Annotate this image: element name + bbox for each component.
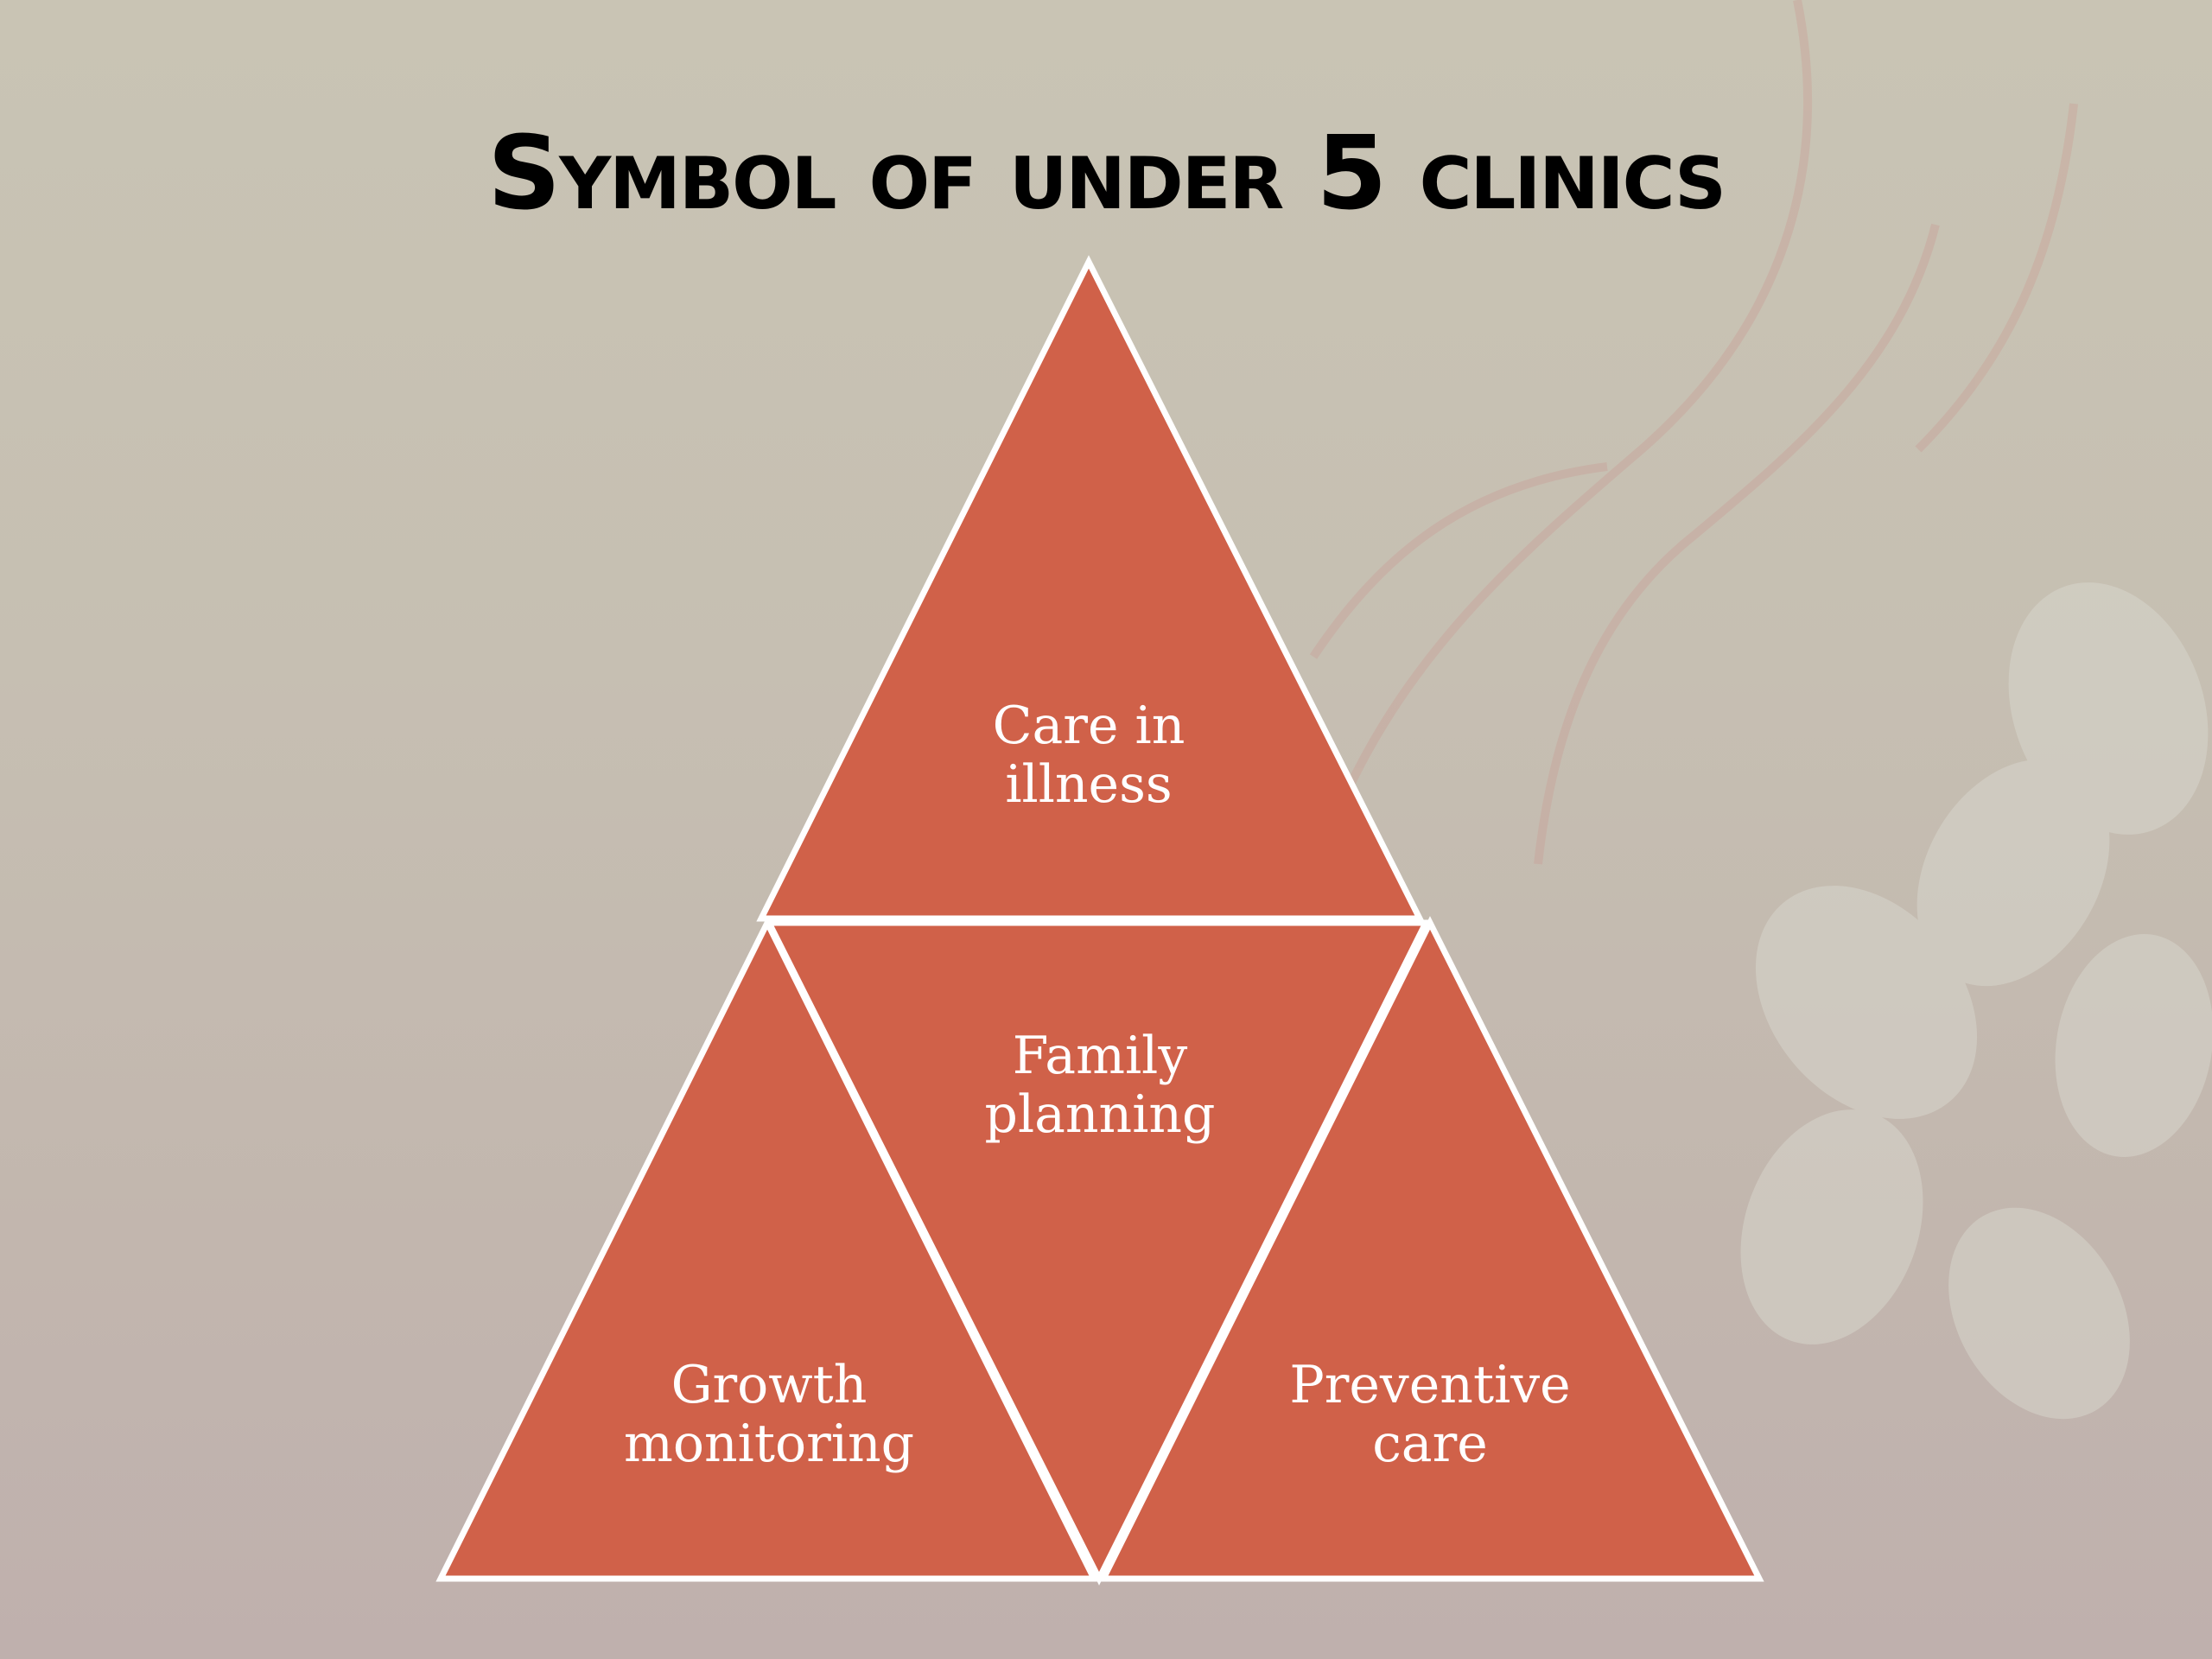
segment-center [764,919,1431,1586]
slide-title: Symbol of under 5 clinics [487,113,1726,232]
label-growth-monitoring: Growth monitoring [623,1355,914,1474]
label-care-in-illness: Care in illness [992,696,1185,815]
segment-bottom-right [1098,916,1764,1582]
label-preventive-care: Preventive care [1289,1355,1571,1474]
segment-bottom-left [435,916,1099,1582]
segment-top [756,255,1425,922]
label-family-planning: Family planning [984,1026,1216,1145]
